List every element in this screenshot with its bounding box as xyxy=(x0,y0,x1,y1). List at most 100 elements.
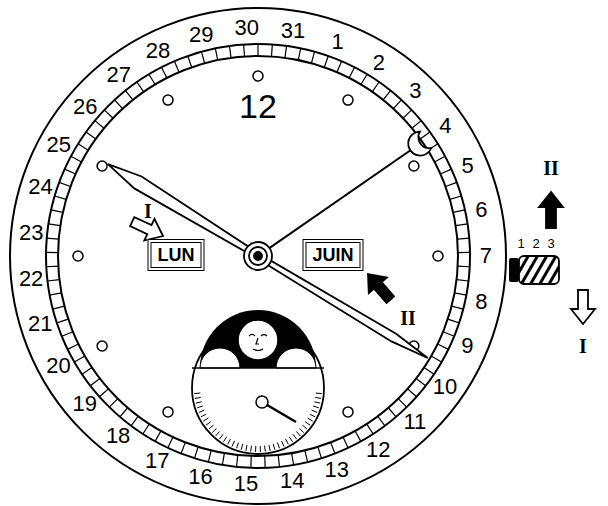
date-numeral: 13 xyxy=(325,459,349,481)
subdial-tick xyxy=(260,446,261,452)
track-tick xyxy=(434,156,445,162)
track-tick xyxy=(120,408,128,417)
date-numeral: 3 xyxy=(409,80,421,102)
track-tick xyxy=(311,52,314,64)
subdial-tick xyxy=(241,444,243,450)
hour-numeral: 12 xyxy=(239,89,277,123)
subdial-tick xyxy=(269,445,270,451)
track-tick xyxy=(78,144,88,150)
track-tick xyxy=(271,44,273,56)
subdial-tick xyxy=(289,437,292,442)
track-tick xyxy=(440,169,451,174)
subdial-tick xyxy=(228,439,231,444)
set-arrow xyxy=(359,266,399,307)
date-numeral: 31 xyxy=(281,20,305,42)
track-tick xyxy=(137,82,144,92)
track-tick xyxy=(448,319,459,323)
date-numeral: 16 xyxy=(188,466,212,488)
subdial-tick xyxy=(223,437,226,442)
subdial-tick xyxy=(314,402,320,403)
date-numeral: 30 xyxy=(235,17,259,39)
track-tick xyxy=(372,82,379,92)
date-numeral: 5 xyxy=(462,155,474,177)
subdial-tick xyxy=(313,406,319,408)
date-numeral: 26 xyxy=(73,96,97,118)
track-tick xyxy=(149,74,155,84)
callout-number: I xyxy=(579,336,587,356)
track-tick xyxy=(318,447,322,458)
track-tick xyxy=(46,252,58,253)
track-tick xyxy=(452,306,464,309)
track-tick xyxy=(57,319,68,323)
subdial-pivot xyxy=(256,396,268,408)
subdial-tick xyxy=(282,441,284,446)
track-tick xyxy=(201,52,204,64)
date-numeral: 4 xyxy=(439,115,451,137)
track-tick xyxy=(125,91,133,100)
track-tick xyxy=(285,46,287,58)
date-numeral: 2 xyxy=(373,52,385,74)
track-tick xyxy=(305,450,308,462)
track-tick xyxy=(99,389,108,397)
track-tick xyxy=(367,424,374,434)
date-numeral: 6 xyxy=(475,199,487,221)
subdial-tick xyxy=(199,410,205,412)
moon-face xyxy=(238,320,278,360)
aperture-base xyxy=(192,367,324,369)
date-numeral: 1 xyxy=(331,31,343,53)
track-tick xyxy=(90,378,99,385)
track-tick xyxy=(51,210,63,213)
track-tick xyxy=(65,169,76,174)
track-tick xyxy=(50,293,62,295)
track-tick xyxy=(243,44,245,56)
track-tick xyxy=(383,91,391,100)
date-numeral: 9 xyxy=(461,335,473,357)
track-tick xyxy=(456,224,468,226)
track-tick xyxy=(331,442,335,453)
crown-stem xyxy=(509,258,519,282)
subdial-tick xyxy=(273,444,275,450)
subdial-tick xyxy=(277,443,279,449)
hour-marker xyxy=(433,251,443,261)
track-tick xyxy=(393,100,401,109)
subdial-tick xyxy=(197,406,203,408)
date-numeral: 29 xyxy=(189,24,213,46)
track-tick xyxy=(264,456,266,468)
date-hand xyxy=(268,150,411,249)
subdial-tick xyxy=(305,422,310,425)
subdial-tick xyxy=(310,414,315,417)
callout-number: II xyxy=(543,158,559,178)
track-tick xyxy=(47,280,59,281)
track-tick xyxy=(55,196,67,199)
track-tick xyxy=(337,61,342,72)
set-arrow xyxy=(539,192,563,228)
date-window: LUN xyxy=(148,239,205,271)
track-tick xyxy=(115,100,123,109)
date-numeral: 24 xyxy=(28,176,52,198)
track-tick xyxy=(161,67,166,78)
outer-bezel xyxy=(10,8,506,504)
track-tick xyxy=(109,399,117,408)
date-numeral: 17 xyxy=(145,450,169,472)
subdial-tick xyxy=(196,402,202,403)
date-numeral: 14 xyxy=(280,470,304,492)
subdial-tick xyxy=(219,434,223,439)
track-tick xyxy=(458,266,470,268)
date-numeral: 7 xyxy=(480,245,492,267)
pull-arrow xyxy=(571,290,595,324)
dial-edge xyxy=(58,56,458,456)
track-tick xyxy=(343,437,348,448)
track-tick xyxy=(349,67,354,78)
track-tick xyxy=(412,121,421,129)
hour-marker xyxy=(73,251,83,261)
track-tick xyxy=(71,156,82,162)
track-tick xyxy=(403,110,412,118)
track-tick xyxy=(68,344,79,349)
window-text: LUN xyxy=(158,246,195,264)
track-tick xyxy=(324,56,328,67)
track-tick xyxy=(86,132,96,139)
subdial-tick xyxy=(315,397,321,399)
track-tick xyxy=(424,367,434,374)
track-tick xyxy=(155,431,161,441)
track-tick xyxy=(62,332,73,337)
